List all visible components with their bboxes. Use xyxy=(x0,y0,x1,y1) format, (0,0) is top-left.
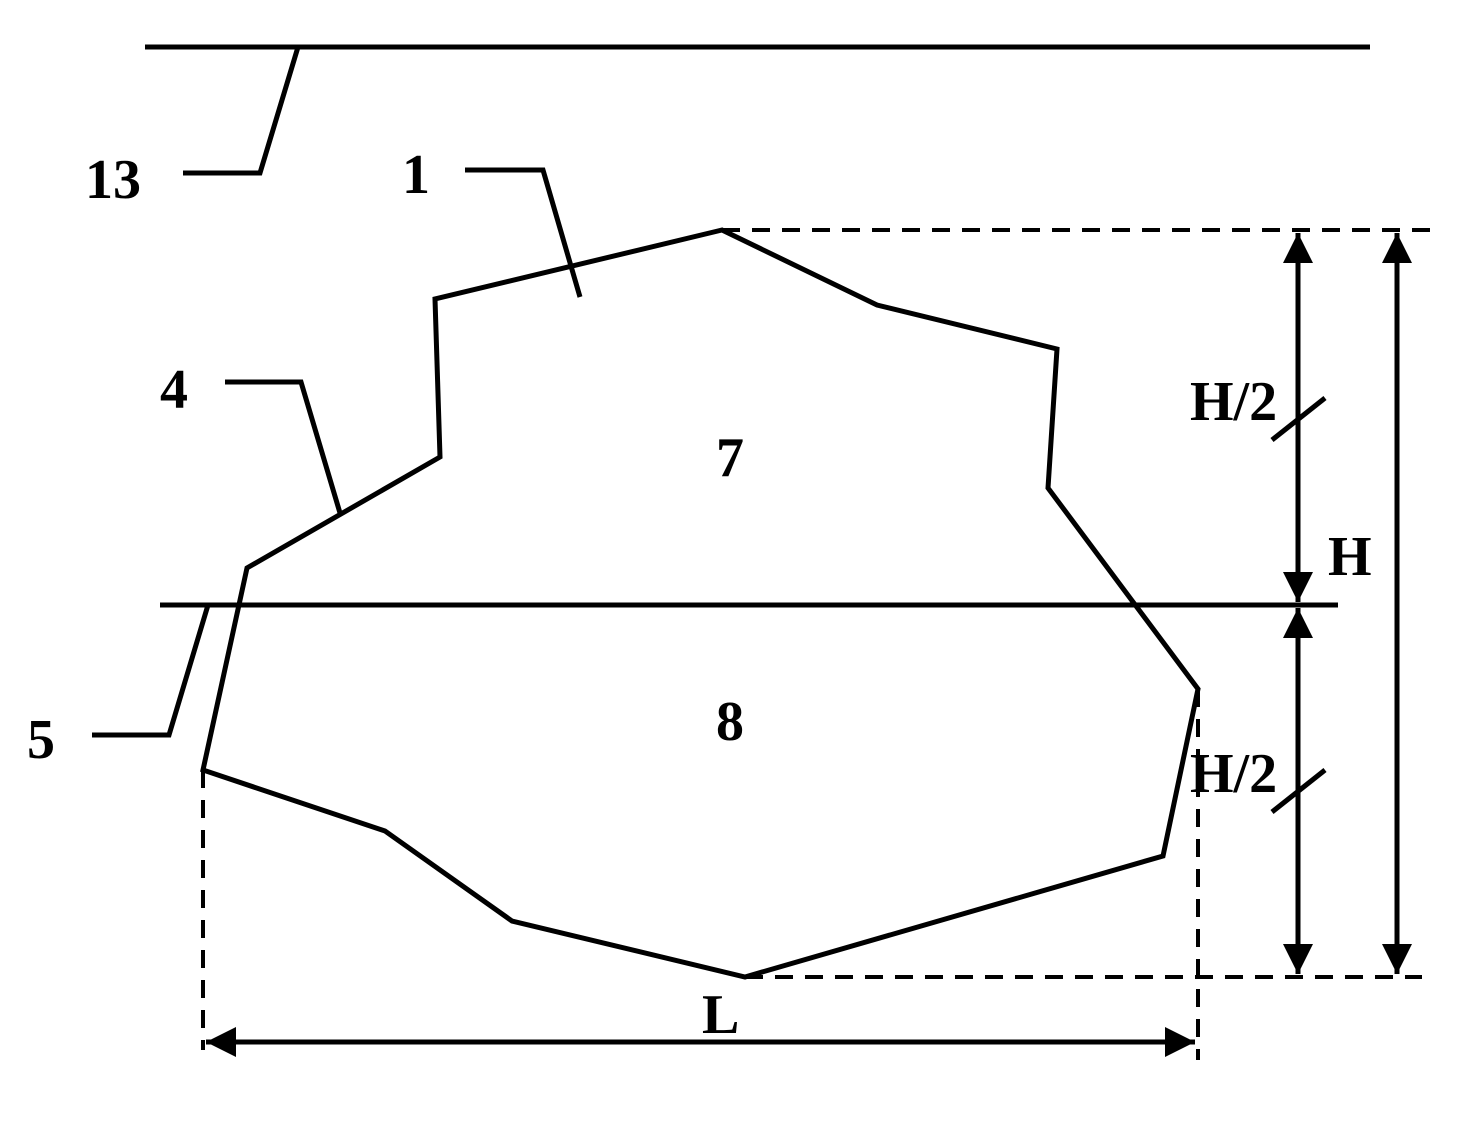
label-height: H xyxy=(1328,526,1372,588)
label-5: 5 xyxy=(27,709,55,771)
label-lower-half-height: H/2 xyxy=(1190,743,1277,805)
label-upper-half-height: H/2 xyxy=(1190,371,1277,433)
label-4: 4 xyxy=(160,359,188,421)
label-1: 1 xyxy=(402,144,430,206)
label-region-8: 8 xyxy=(716,691,744,753)
lower-tick-mark xyxy=(1270,768,1327,814)
upper-tick-mark xyxy=(1270,396,1327,442)
leader-1 xyxy=(465,167,583,298)
particle-outline xyxy=(200,227,1201,980)
leader-13 xyxy=(183,46,301,176)
label-13: 13 xyxy=(85,149,141,211)
label-length: L xyxy=(702,984,739,1046)
leader-5 xyxy=(92,604,211,738)
label-region-7: 7 xyxy=(716,427,744,489)
leader-4 xyxy=(225,379,343,514)
